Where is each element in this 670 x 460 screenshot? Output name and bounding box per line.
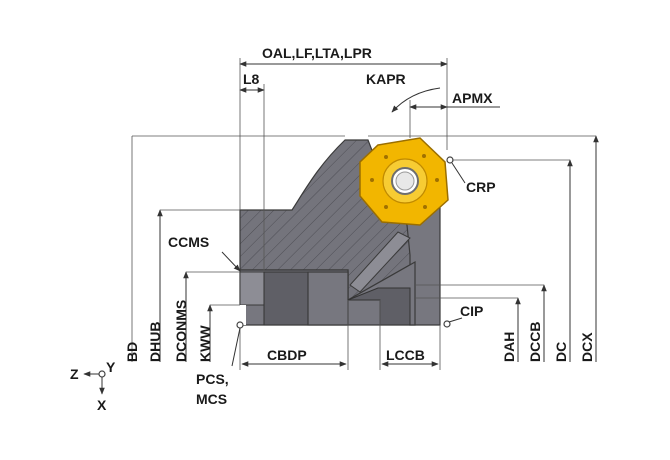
label-axis-z: Z [70, 366, 79, 382]
dim-dhub: DHUB [147, 209, 240, 362]
label-axis-x: X [97, 397, 107, 413]
insert-pocket-gib [349, 231, 411, 293]
label-axis-y: Y [106, 359, 116, 375]
label-dc: DC [553, 342, 569, 362]
label-ccms: CCMS [168, 234, 209, 250]
bore-step [239, 271, 265, 306]
dim-pcs: PCS, MCS [196, 327, 241, 407]
label-dccb: DCCB [527, 322, 543, 362]
label-crp: CRP [466, 179, 496, 195]
dim-dc: DC [452, 159, 573, 362]
label-kww: KWW [197, 325, 213, 362]
dim-cip: CIP [448, 303, 483, 323]
label-oal: OAL,LF,LTA,LPR [262, 45, 372, 61]
dim-kww: KWW [197, 304, 240, 362]
bore-inner [263, 271, 309, 326]
label-kapr: KAPR [366, 71, 406, 87]
label-pcs: PCS, [196, 371, 229, 387]
dim-bd: BD [124, 135, 345, 362]
shank-face [236, 305, 246, 325]
cutter-body [236, 139, 441, 326]
pcs-point [236, 321, 244, 329]
label-dhub: DHUB [147, 322, 163, 362]
dim-cbdp: CBDP [239, 300, 349, 370]
label-cip: CIP [460, 303, 483, 319]
bore-slot [307, 271, 349, 326]
dim-dconms: DCONMS [173, 271, 240, 362]
axis-origin [98, 370, 106, 378]
label-cbdp: CBDP [267, 347, 307, 363]
dim-kapr: KAPR [366, 71, 441, 113]
dim-l8: L8 [239, 71, 265, 272]
dim-dccb: DCCB [415, 284, 547, 362]
dim-lccb: LCCB [379, 325, 441, 370]
dim-ccms: CCMS [168, 234, 241, 272]
label-bd: BD [124, 342, 140, 362]
dim-dcx: DCX [368, 135, 599, 362]
dim-apmx: APMX [409, 90, 500, 138]
insert [359, 137, 449, 226]
label-mcs: MCS [196, 391, 227, 407]
label-apmx: APMX [452, 90, 493, 106]
cip-point [443, 320, 451, 328]
axis-triad: Z Y X [70, 359, 116, 413]
label-dconms: DCONMS [173, 300, 189, 362]
label-dcx: DCX [579, 332, 595, 362]
dim-dah: DAH [415, 297, 521, 362]
label-dah: DAH [501, 332, 517, 362]
label-lccb: LCCB [386, 347, 425, 363]
label-l8: L8 [243, 71, 260, 87]
dim-oal: OAL,LF,LTA,LPR [239, 45, 448, 210]
